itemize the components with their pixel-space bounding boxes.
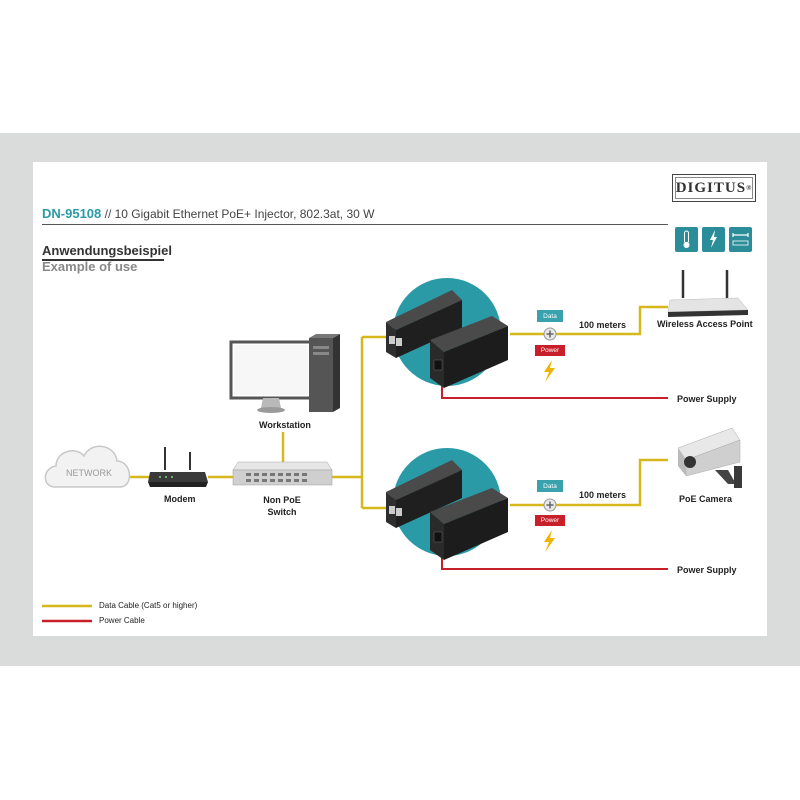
power-tag-bottom: Power xyxy=(535,515,565,526)
header-rule xyxy=(42,224,668,225)
section-title-de: Anwendungsbeispiel xyxy=(42,243,173,258)
poe-plus-icon xyxy=(702,227,725,252)
legend-power-label: Power Cable xyxy=(99,616,145,625)
bottom-band xyxy=(0,636,800,666)
injector-top-icon xyxy=(386,290,508,388)
product-description: 10 Gigabit Ethernet PoE+ Injector, 802.3… xyxy=(114,207,375,221)
camera-icon xyxy=(677,427,742,488)
distance-icon xyxy=(729,227,752,252)
injector-bottom-icon xyxy=(386,460,508,560)
lightning-bottom-icon xyxy=(544,530,555,552)
network-label: NETWORK xyxy=(66,468,112,478)
data-cable-bottom-to-camera xyxy=(510,458,668,507)
power-cable-bottom xyxy=(441,550,668,570)
data-cable-top-to-access-point xyxy=(510,305,668,336)
section-title-en: Example of use xyxy=(42,259,138,274)
data-tag-top: Data xyxy=(537,310,563,322)
data-tag-bottom: Data xyxy=(537,480,563,492)
power-supply-bottom-label: Power Supply xyxy=(677,565,737,575)
plus-junction-top-icon xyxy=(543,327,557,341)
legend-data-label: Data Cable (Cat5 or higher) xyxy=(99,601,198,610)
header-separator: // xyxy=(104,207,112,221)
model-number: DN-95108 xyxy=(42,206,102,221)
modem-icon xyxy=(148,447,208,487)
switch-icon xyxy=(232,461,333,486)
camera-label: PoE Camera xyxy=(679,494,733,504)
section-underline xyxy=(42,259,164,261)
network-cloud-icon xyxy=(44,445,131,488)
plus-junction-bottom-icon xyxy=(543,498,557,512)
digitus-logo: DIGITUS® xyxy=(672,174,756,202)
temperature-range-icon xyxy=(675,227,698,252)
workstation-label: Workstation xyxy=(259,420,311,430)
access-point-icon xyxy=(667,270,749,317)
modem-label: Modem xyxy=(164,494,196,504)
workstation-icon xyxy=(229,334,340,413)
top-band xyxy=(0,133,800,162)
product-header: DN-95108 // 10 Gigabit Ethernet PoE+ Inj… xyxy=(42,206,374,221)
lightning-top-icon xyxy=(544,360,555,382)
access-point-label: Wireless Access Point xyxy=(657,319,753,329)
switch-label: Non PoE Switch xyxy=(263,495,301,517)
distance-label-bottom: 100 meters xyxy=(579,490,627,500)
power-supply-top-label: Power Supply xyxy=(677,394,737,404)
right-margin xyxy=(767,162,800,636)
left-margin xyxy=(0,162,33,636)
distance-label-top: 100 meters xyxy=(579,320,627,330)
data-cables xyxy=(128,305,668,510)
power-cable-top xyxy=(441,378,668,399)
power-tag-top: Power xyxy=(535,345,565,356)
